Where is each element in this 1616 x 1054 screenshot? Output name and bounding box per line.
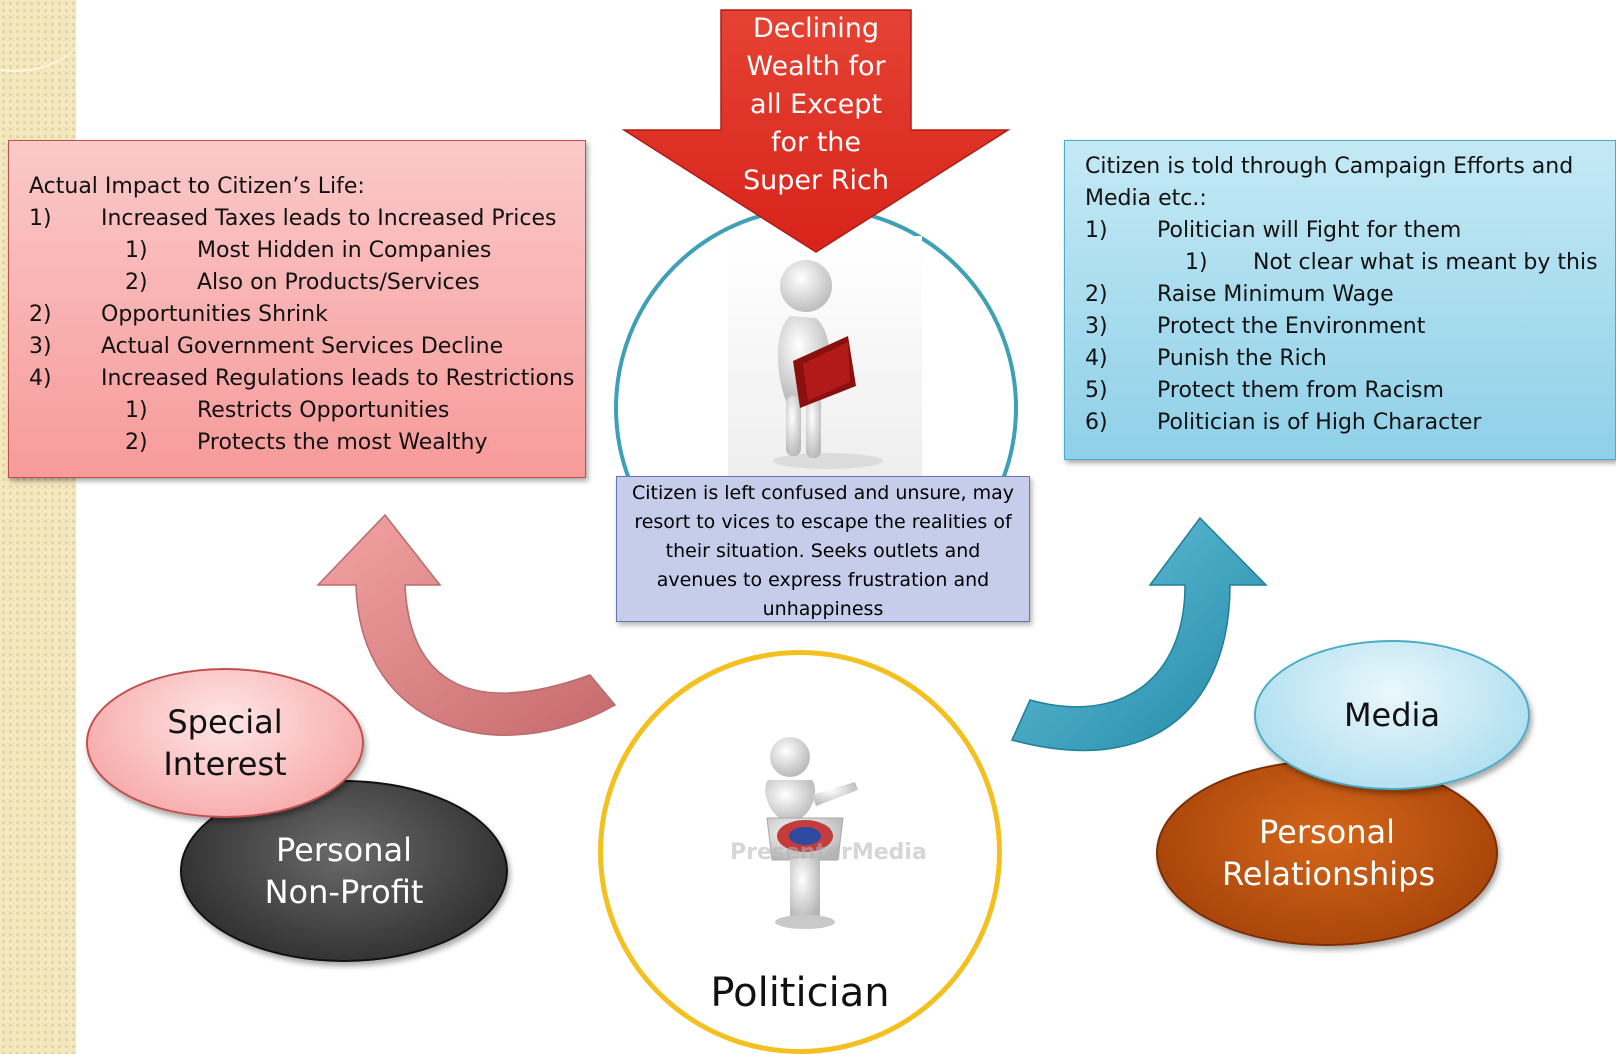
list-item-text: Politician will Fight for them (1157, 218, 1462, 243)
arrow-line: for the (770, 127, 862, 158)
list-item-number: 2) (29, 302, 52, 327)
sub-list-item: 2) Also on Products/Services (29, 267, 585, 299)
list-item-text: Actual Government Services Decline (101, 334, 504, 359)
list-item: 2) Opportunities Shrink (29, 299, 585, 331)
sub-list-item: 1) Restricts Opportunities (29, 395, 585, 427)
campaign-panel: Citizen is told through Campaign Efforts… (1064, 140, 1616, 460)
list-item-text: Not clear what is meant by this (1253, 250, 1598, 275)
list-item-text: Protect the Environment (1157, 314, 1426, 339)
list-item: 4) Punish the Rich (1085, 343, 1615, 375)
list-item-number: 4) (1085, 346, 1108, 371)
list-item: 1) Increased Taxes leads to Increased Pri… (29, 203, 585, 235)
list-item: 1) Politician will Fight for them (1085, 215, 1615, 247)
list-item-text: Raise Minimum Wage (1157, 282, 1394, 307)
list-item-number: 2) (125, 430, 148, 455)
list-item-text: Politician is of High Character (1157, 410, 1482, 435)
list-item: 5) Protect them from Racism (1085, 375, 1615, 407)
impact-list: 1) Increased Taxes leads to Increased Pri… (29, 203, 585, 459)
list-item: 6) Politician is of High Character (1085, 407, 1615, 439)
list-item-number: 2) (125, 270, 148, 295)
list-item-text: Increased Regulations leads to Restricti… (101, 366, 575, 391)
list-item-text: Most Hidden in Companies (197, 238, 492, 263)
list-item: 4) Increased Regulations leads to Restric… (29, 363, 585, 395)
watermark-text: PresenterMedia (730, 840, 927, 865)
arrow-line: Super Rich (743, 165, 889, 196)
curved-arrow-right (1010, 516, 1268, 752)
list-item-text: Increased Taxes leads to Increased Price… (101, 206, 557, 231)
special-interest-oval: Special Interest (86, 668, 364, 818)
citizen-reading-figure (728, 236, 922, 476)
sub-list-item: 1) Most Hidden in Companies (29, 235, 585, 267)
list-item-number: 5) (1085, 378, 1108, 403)
campaign-list: 1) Politician will Fight for them 1) Not cl… (1085, 215, 1615, 439)
list-item-number: 3) (29, 334, 52, 359)
list-item-number: 1) (125, 398, 148, 423)
curved-arrow-left (316, 513, 617, 736)
list-item-number: 1) (125, 238, 148, 263)
arrow-line: Declining (752, 13, 880, 44)
list-item-number: 1) (1085, 218, 1108, 243)
impact-heading: Actual Impact to Citizen’s Life: (29, 174, 365, 199)
list-item-text: Protects the most Wealthy (197, 430, 488, 455)
declining-wealth-label: Declining Wealth for all Except for the … (716, 10, 916, 200)
list-item-number: 6) (1085, 410, 1108, 435)
personal-relationships-oval: Personal Relationships (1156, 760, 1498, 946)
arrow-line: all Except (750, 89, 882, 120)
sub-list-item: 2) Protects the most Wealthy (29, 427, 585, 459)
list-item-text: Protect them from Racism (1157, 378, 1444, 403)
list-item: 3) Actual Government Services Decline (29, 331, 585, 363)
list-item-number: 3) (1085, 314, 1108, 339)
list-item-number: 1) (1185, 250, 1208, 275)
personal-relationships-label: Personal Relationships (1222, 813, 1436, 893)
list-item: 2) Raise Minimum Wage (1085, 279, 1615, 311)
citizen-caption: Citizen is left confused and unsure, may… (616, 476, 1030, 622)
politician-label: Politician (710, 970, 890, 1016)
list-item-number: 1) (29, 206, 52, 231)
list-item-text: Also on Products/Services (197, 270, 480, 295)
list-item-text: Restricts Opportunities (197, 398, 450, 423)
list-item-number: 2) (1085, 282, 1108, 307)
campaign-heading: Citizen is told through Campaign Efforts… (1085, 154, 1574, 211)
list-item-text: Punish the Rich (1157, 346, 1327, 371)
list-item-number: 4) (29, 366, 52, 391)
citizen-figure-icon (773, 260, 883, 469)
arrow-line: Wealth for (746, 51, 886, 82)
sub-list-item: 1) Not clear what is meant by this (1085, 247, 1615, 279)
media-oval: Media (1254, 640, 1530, 790)
personal-nonprofit-label: Personal Non-Profit (264, 831, 424, 911)
list-item: 3) Protect the Environment (1085, 311, 1615, 343)
impact-panel: Actual Impact to Citizen’s Life: 1) Incre… (8, 140, 586, 478)
list-item-text: Opportunities Shrink (101, 302, 328, 327)
special-interest-label: Special Interest (163, 703, 287, 783)
media-label: Media (1343, 696, 1441, 734)
